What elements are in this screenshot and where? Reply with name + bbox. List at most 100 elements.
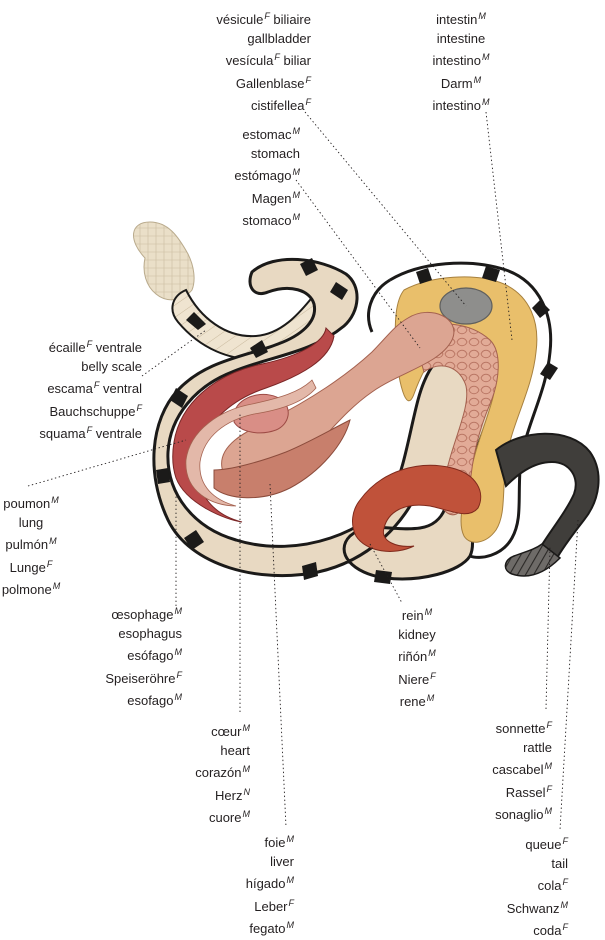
term-word: Herz <box>215 788 242 803</box>
term-word: cœur <box>211 724 241 739</box>
grammatical-gender-marker: M <box>545 806 553 816</box>
heart-term-3: HerzN <box>168 783 250 805</box>
intestine-term-3: DarmM <box>405 71 517 93</box>
term-word: écaille <box>49 340 86 355</box>
term-word: Gallenblase <box>236 76 305 91</box>
term-word: vésicule <box>216 12 263 27</box>
term-word: sonnette <box>496 721 546 736</box>
term-word: sonaglio <box>495 807 543 822</box>
belly-scale-term-0: écailleF ventrale <box>20 335 142 357</box>
label-belly-scale: écailleF ventrale belly scale escamaF vent… <box>20 335 142 443</box>
grammatical-gender-marker: M <box>243 764 251 774</box>
term-word: œsophage <box>111 607 173 622</box>
term-word: Darm <box>441 76 473 91</box>
grammatical-gender-marker: M <box>293 167 301 177</box>
rattle-term-1: rattle <box>460 738 552 757</box>
belly-scale-term-2: escamaF ventral <box>20 376 142 398</box>
gallbladder-term-1: gallbladder <box>189 29 311 48</box>
esophagus-term-4: esofagoM <box>84 688 182 710</box>
grammatical-gender-marker: M <box>287 834 295 844</box>
term-word: Magen <box>252 191 292 206</box>
heart-term-0: cœurM <box>168 719 250 741</box>
term-word: intestin <box>436 12 477 27</box>
liver-term-3: LeberF <box>214 894 294 916</box>
term-word: vesícula <box>226 53 274 68</box>
stomach-term-0: estomacM <box>200 122 300 144</box>
label-lung: poumonMlungpulmónMLungeFpolmoneM <box>0 491 62 599</box>
grammatical-gender-marker: M <box>49 536 57 546</box>
grammatical-gender-marker: M <box>482 97 490 107</box>
heart-term-1: heart <box>168 741 250 760</box>
belly-scale-term-4: squamaF ventrale <box>20 421 142 443</box>
belly-scale-term-1: belly scale <box>20 357 142 376</box>
term-word: rattle <box>523 740 552 755</box>
rattle-term-4: sonaglioM <box>460 802 552 824</box>
grammatical-gender-marker: N <box>244 787 251 797</box>
grammatical-gender-marker: F <box>547 784 553 794</box>
grammatical-gender-marker: M <box>243 809 251 819</box>
kidney-term-3: NiereF <box>386 667 448 689</box>
term-word: intestine <box>437 31 485 46</box>
kidney-term-0: reinM <box>386 603 448 625</box>
term-word: estomac <box>242 127 291 142</box>
term-word: intestino <box>433 53 481 68</box>
belly-scale-term-3: BauchschuppeF <box>20 399 142 421</box>
tail-term-1: tail <box>478 854 568 873</box>
tail-term-3: SchwanzM <box>478 896 568 918</box>
kidney-term-1: kidney <box>386 625 448 644</box>
term-word-rest: ventral <box>99 381 142 396</box>
term-word: Rassel <box>506 785 546 800</box>
term-word: Niere <box>398 672 429 687</box>
grammatical-gender-marker: F <box>430 671 436 681</box>
grammatical-gender-marker: M <box>51 495 59 505</box>
grammatical-gender-marker: M <box>293 126 301 136</box>
grammatical-gender-marker: F <box>306 97 312 107</box>
liver-term-0: foieM <box>214 830 294 852</box>
term-word-rest: biliaire <box>270 12 311 27</box>
term-word: tail <box>551 856 568 871</box>
heart-term-4: cuoreM <box>168 805 250 827</box>
term-word: hígado <box>246 876 286 891</box>
term-word: stomaco <box>242 213 291 228</box>
term-word: liver <box>270 854 294 869</box>
term-word: pulmón <box>5 537 48 552</box>
grammatical-gender-marker: M <box>545 761 553 771</box>
rattle-term-2: cascabelM <box>460 757 552 779</box>
term-word: fegato <box>249 921 285 936</box>
liver-term-4: fegatoM <box>214 916 294 938</box>
term-word: squama <box>39 426 85 441</box>
esophagus-term-0: œsophageM <box>84 602 182 624</box>
term-word: cistifellea <box>251 98 304 113</box>
grammatical-gender-marker: M <box>474 75 482 85</box>
grammatical-gender-marker: F <box>289 898 295 908</box>
term-word: Bauchschuppe <box>49 404 135 419</box>
term-word: Lunge <box>10 560 46 575</box>
label-tail: queueFtailcolaFSchwanzMcodaF <box>478 832 568 940</box>
lung-term-4: polmoneM <box>0 577 62 599</box>
term-word: escama <box>47 381 93 396</box>
term-word: intestino <box>433 98 481 113</box>
intestine-term-4: intestinoM <box>405 93 517 115</box>
grammatical-gender-marker: M <box>293 190 301 200</box>
tail-term-2: colaF <box>478 873 568 895</box>
lung-term-3: LungeF <box>0 555 62 577</box>
term-word: esófago <box>127 648 173 663</box>
esophagus-term-3: SpeiseröhreF <box>84 666 182 688</box>
grammatical-gender-marker: M <box>478 11 486 21</box>
grammatical-gender-marker: M <box>427 693 435 703</box>
gallbladder-term-3: GallenblaseF <box>189 71 311 93</box>
term-word: cola <box>538 878 562 893</box>
term-word: Leber <box>254 899 287 914</box>
grammatical-gender-marker: F <box>563 877 569 887</box>
snake-head <box>134 222 195 300</box>
label-intestine: intestinMintestineintestinoMDarmMintesti… <box>405 7 517 115</box>
stomach-term-2: estómagoM <box>200 163 300 185</box>
kidney-term-4: reneM <box>386 689 448 711</box>
kidney-term-2: riñónM <box>386 644 448 666</box>
grammatical-gender-marker: M <box>561 900 569 910</box>
term-word-rest: ventrale <box>92 426 142 441</box>
term-word: riñón <box>398 649 427 664</box>
term-word: belly scale <box>81 359 142 374</box>
